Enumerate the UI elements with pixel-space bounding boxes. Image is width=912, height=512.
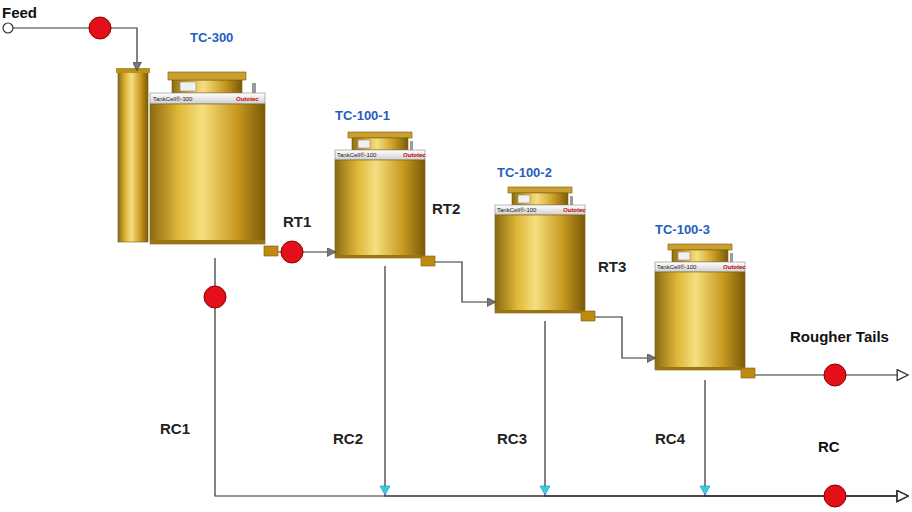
cell-tag: TC-100-3 bbox=[655, 222, 710, 237]
stream-line bbox=[705, 380, 908, 496]
junction-arrow bbox=[700, 486, 710, 495]
stream-name: RC bbox=[818, 438, 840, 455]
stream-line bbox=[215, 258, 908, 496]
stream-line bbox=[595, 317, 655, 358]
stream-label: RC4 bbox=[655, 430, 685, 447]
stream-name: Feed bbox=[2, 4, 37, 21]
name-plate: TankCell®-100 bbox=[657, 263, 696, 271]
sample-point bbox=[824, 364, 846, 386]
feed-terminal: Feed bbox=[2, 4, 50, 36]
stream-label: RT3 bbox=[598, 258, 626, 275]
stream-name: Rougher Tails bbox=[790, 328, 889, 345]
stream-line bbox=[545, 321, 908, 496]
stream-label: RC1 bbox=[160, 420, 190, 437]
junction-arrow bbox=[380, 486, 390, 495]
tails-terminal: Rougher Tails bbox=[780, 328, 908, 383]
concentrate-terminal: RC bbox=[800, 438, 908, 506]
sample-point bbox=[204, 286, 226, 308]
name-plate: TankCell®-300 bbox=[153, 95, 192, 103]
stream-label: RT1 bbox=[283, 213, 311, 230]
name-plate: Outotec bbox=[563, 206, 586, 214]
sample-point bbox=[281, 241, 303, 263]
stream-line bbox=[435, 262, 495, 302]
stream-label: RT2 bbox=[432, 200, 460, 217]
cell-tag: TC-100-1 bbox=[335, 108, 390, 123]
cell-tag: TC-100-2 bbox=[497, 165, 552, 180]
name-plate: TankCell®-100 bbox=[337, 151, 376, 159]
stream-label: RC2 bbox=[333, 430, 363, 447]
junction-arrow bbox=[540, 486, 550, 495]
cell-tag: TC-300 bbox=[190, 30, 233, 45]
name-plate: Outotec bbox=[236, 95, 259, 103]
stream-line bbox=[385, 266, 908, 496]
stream-label: RC3 bbox=[497, 430, 527, 447]
name-plate: Outotec bbox=[723, 263, 746, 271]
sample-point bbox=[89, 17, 111, 39]
name-plate: TankCell®-100 bbox=[497, 206, 536, 214]
feed-line bbox=[13, 27, 50, 28]
feed-terminal bbox=[3, 23, 13, 33]
sample-point bbox=[824, 485, 846, 507]
name-plate: Outotec bbox=[403, 151, 426, 159]
